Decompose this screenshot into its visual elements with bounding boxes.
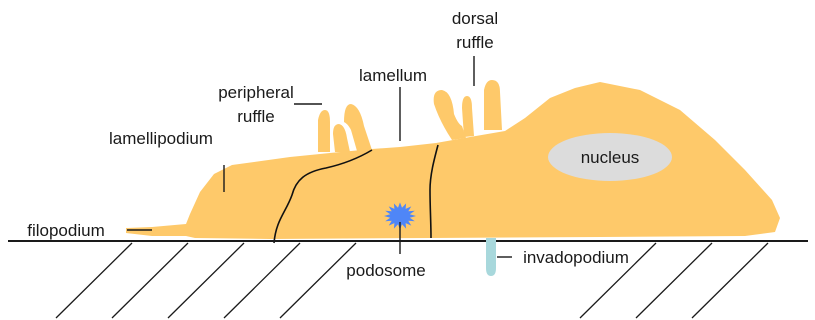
hatch-mark <box>692 243 768 318</box>
dorsal-ruffle-label-line2: ruffle <box>456 33 494 52</box>
podosome-label: podosome <box>346 261 425 280</box>
hatch-mark <box>168 243 244 318</box>
lamellum-label: lamellum <box>359 66 427 85</box>
nucleus-label: nucleus <box>581 148 640 167</box>
hatch-mark <box>224 243 300 318</box>
invadopodium-label: invadopodium <box>523 248 629 267</box>
peripheral-ruffle-left <box>318 110 330 152</box>
hatch-mark <box>56 243 132 318</box>
peripheral-ruffle-label-line2: ruffle <box>237 107 275 126</box>
filopodium-label: filopodium <box>27 221 105 240</box>
lamellipodium-label: lamellipodium <box>109 129 213 148</box>
hatch-mark <box>112 243 188 318</box>
hatch-mark <box>636 243 712 318</box>
peripheral-ruffle-middle <box>333 124 350 152</box>
dorsal-ruffle-label-line1: dorsal <box>452 9 498 28</box>
peripheral-ruffle-label-line1: peripheral <box>218 83 294 102</box>
dorsal-ruffle-right <box>484 80 502 130</box>
invadopodium <box>486 238 496 276</box>
cell-body <box>126 82 780 239</box>
dorsal-ruffle-middle <box>462 96 474 137</box>
dorsal-ruffle-left <box>434 90 466 140</box>
hatch-mark <box>280 243 356 318</box>
substrate-hatching <box>56 243 768 318</box>
